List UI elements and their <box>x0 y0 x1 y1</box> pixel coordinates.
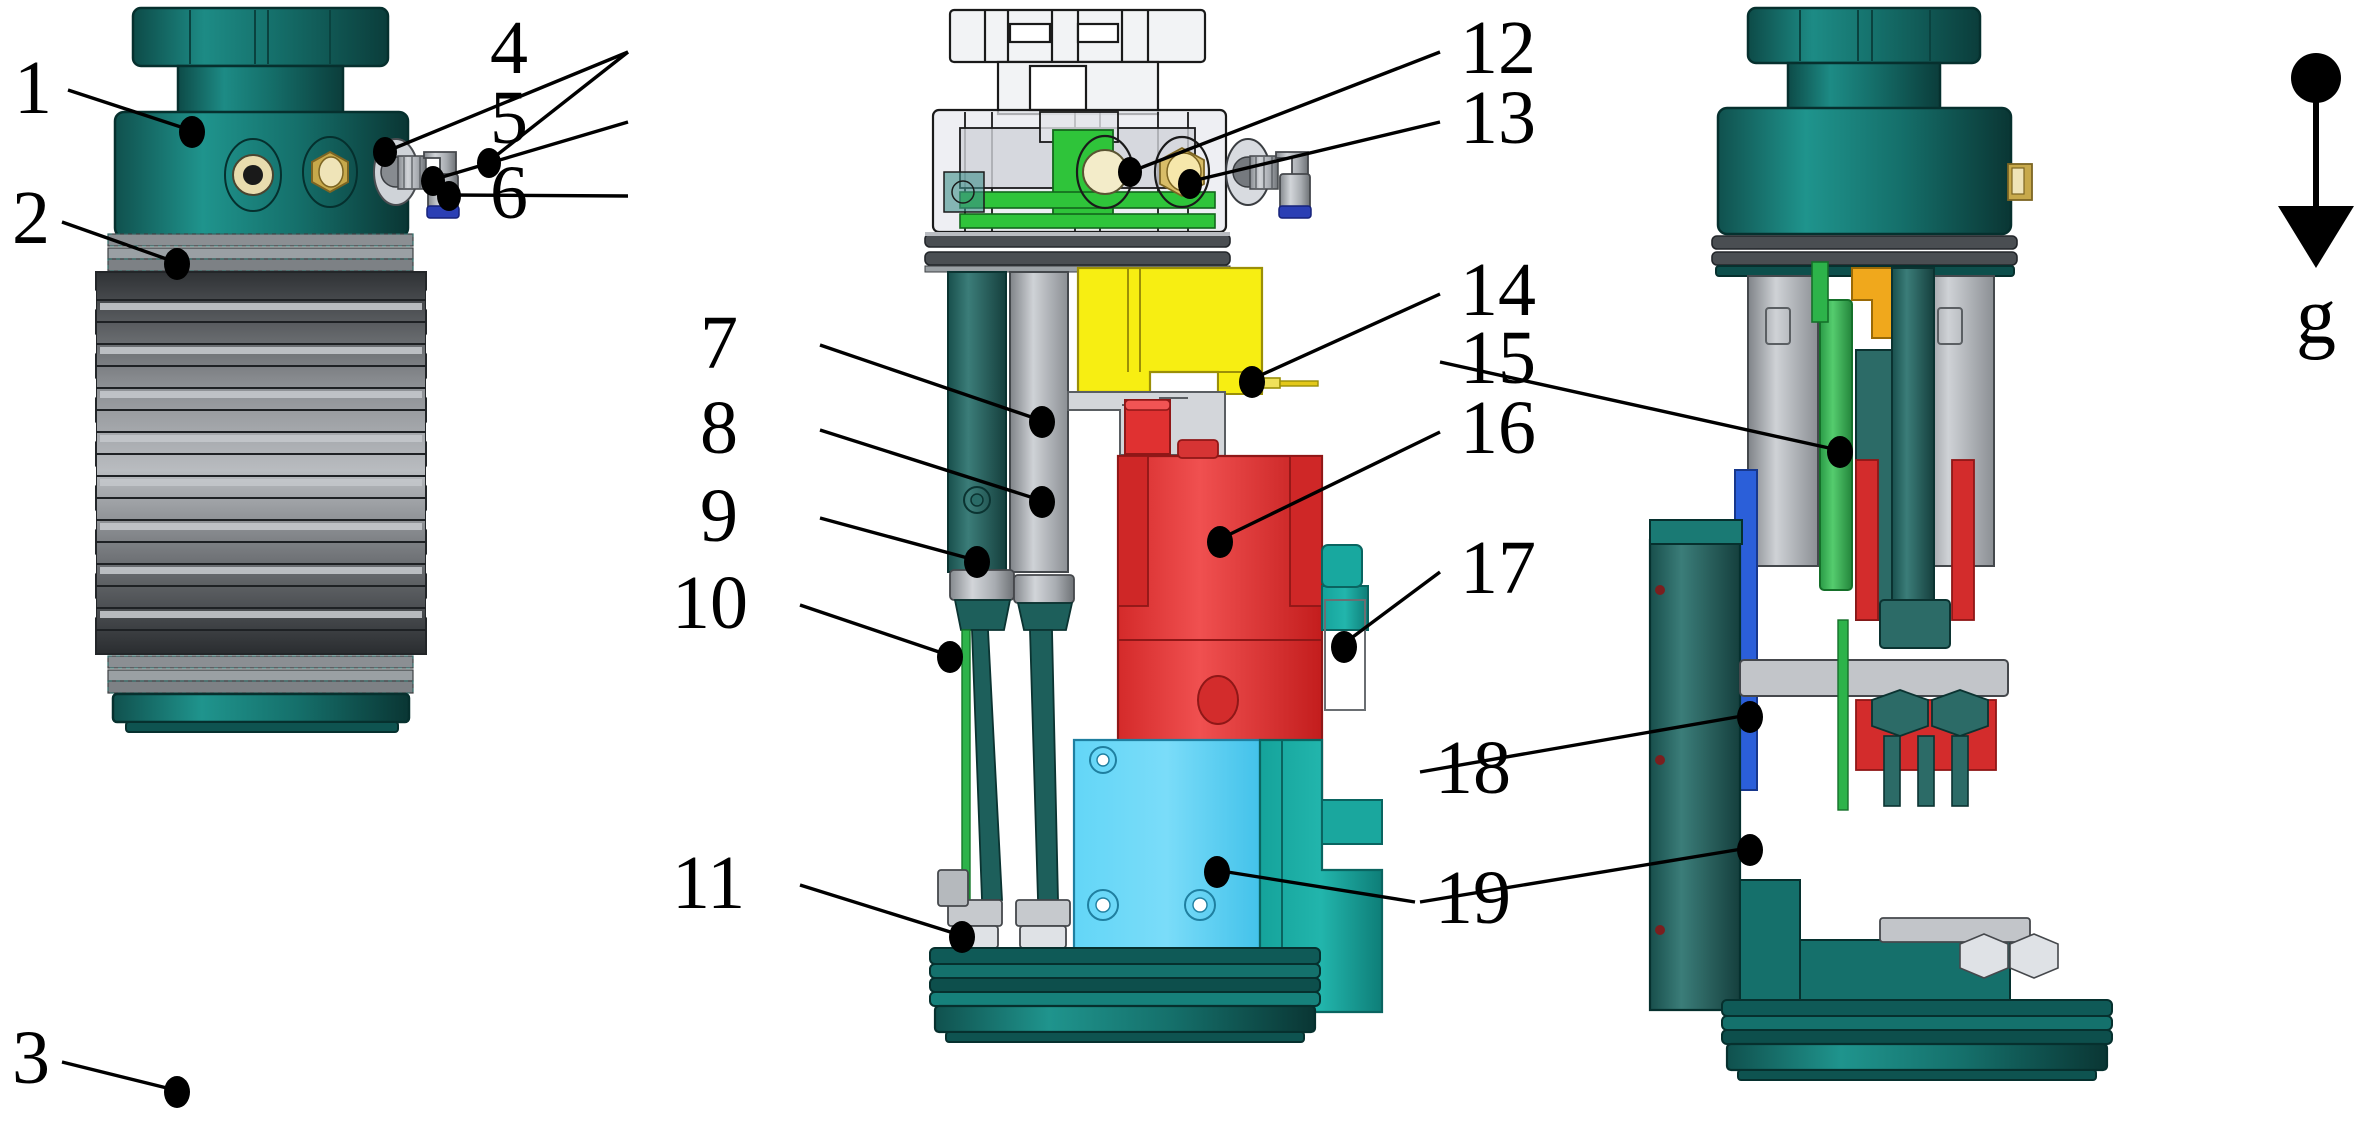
leader-dots <box>164 116 1853 1108</box>
right-teal-rods <box>1855 267 1951 649</box>
callout-label-18: 18 <box>1435 726 1511 810</box>
bottom-flange-middle <box>929 947 1321 1043</box>
grey-cylinder-8 <box>1009 271 1069 573</box>
left-view-exterior <box>88 6 460 733</box>
callout-label-2: 2 <box>12 176 50 260</box>
right-red-part <box>1855 459 1997 771</box>
elbow-fitting-6 <box>423 151 460 219</box>
housing-transparent-12-13 <box>931 108 1279 234</box>
right-teal-side-plate <box>1648 519 1743 1012</box>
base-flange-3 <box>107 655 414 733</box>
callout-label-19: 19 <box>1435 856 1511 940</box>
right-lower-body <box>1739 879 2059 1011</box>
callout-label-13: 13 <box>1460 76 1536 160</box>
leader-lines <box>61 50 1839 1092</box>
callout-label-3: 3 <box>12 1016 50 1100</box>
transparent-top-cap-wireframe <box>948 8 1207 116</box>
callout-label-12: 12 <box>1460 6 1536 90</box>
callout-label-4: 4 <box>490 6 528 90</box>
yellow-part-14 <box>1076 266 1319 395</box>
right-bottom-plate <box>1739 619 2009 811</box>
right-top-cap <box>1746 6 1982 113</box>
callout-label-8: 8 <box>700 386 738 470</box>
gravity-arrow-icon <box>2278 53 2354 268</box>
callout-label-6: 6 <box>490 151 528 235</box>
clamp-bands-top <box>107 233 414 272</box>
teal-cylinder-9 <box>947 271 1007 573</box>
right-view-section <box>1648 6 2113 1081</box>
teal-body-lower <box>1258 738 1384 1014</box>
right-grey-cylinders <box>1747 275 1995 567</box>
rods-and-fittings-10-11 <box>937 569 1075 949</box>
callout-label-14: 14 <box>1460 248 1536 332</box>
teal-block-17 <box>1321 544 1369 711</box>
callout-label-17: 17 <box>1460 526 1536 610</box>
right-main-housing <box>1716 106 2033 236</box>
middle-view-section <box>924 8 1384 1043</box>
callout-label-15: 15 <box>1460 316 1536 400</box>
callout-label-10: 10 <box>672 561 748 645</box>
callout-label-1: 1 <box>14 46 52 130</box>
callout-label-7: 7 <box>700 301 738 385</box>
right-clamp-bands <box>1711 235 2018 277</box>
bellows-2 <box>88 271 434 655</box>
callout-label-16: 16 <box>1460 386 1536 470</box>
callout-label-9: 9 <box>700 474 738 558</box>
orange-part <box>1851 267 1893 339</box>
cyan-part-19 <box>1072 738 1262 1014</box>
grey-block-7 <box>1067 391 1226 471</box>
main-housing-1 <box>113 110 427 239</box>
green-rod-15 <box>1811 261 1853 591</box>
callout-label-5: 5 <box>490 76 528 160</box>
callout-label-11: 11 <box>672 841 746 925</box>
right-bottom-flange <box>1721 999 2113 1081</box>
elbow-fitting-middle <box>1275 151 1312 219</box>
top-cap <box>131 6 390 118</box>
clamp-bands-middle <box>924 232 1231 273</box>
red-part-16 <box>1116 399 1324 802</box>
blue-part-18 <box>1734 469 1758 791</box>
gravity-label: g <box>2296 273 2336 361</box>
